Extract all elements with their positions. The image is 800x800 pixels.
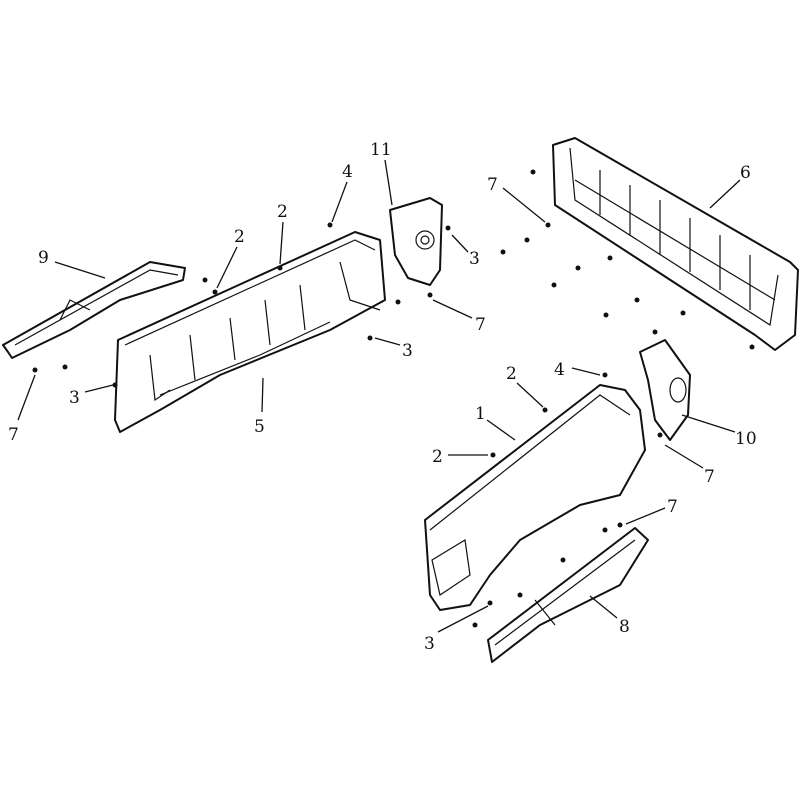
callout-2: 2 [234,227,245,247]
callout-9: 9 [38,248,49,268]
callout-2: 2 [277,202,288,222]
callout-10: 10 [735,429,757,449]
part-8-rail [487,527,649,663]
callout-4: 4 [554,360,565,380]
bolts [32,169,755,628]
callout-2: 2 [506,364,517,384]
callout-6: 6 [740,163,751,183]
callout-1: 1 [475,404,486,424]
part-11-bracket [389,197,443,286]
callout-7: 7 [8,425,19,445]
part-9-bracket [2,261,186,359]
callout-5: 5 [254,417,265,437]
part-6-panel [552,137,799,351]
callout-2: 2 [432,447,443,467]
part-10-bracket [639,339,691,441]
callout-8: 8 [619,617,630,637]
callout-3: 3 [424,634,435,654]
part-5-frame [114,231,386,433]
callout-3: 3 [402,341,413,361]
callout-3: 3 [469,249,480,269]
part-1-side-panel [424,384,646,611]
callout-4: 4 [342,162,353,182]
leader-lines [17,159,741,633]
callout-7: 7 [704,467,715,487]
callout-7: 7 [475,315,486,335]
callout-7: 7 [667,497,678,517]
callout-7: 7 [487,175,498,195]
callout-11: 11 [370,140,392,160]
callout-3: 3 [69,388,80,408]
